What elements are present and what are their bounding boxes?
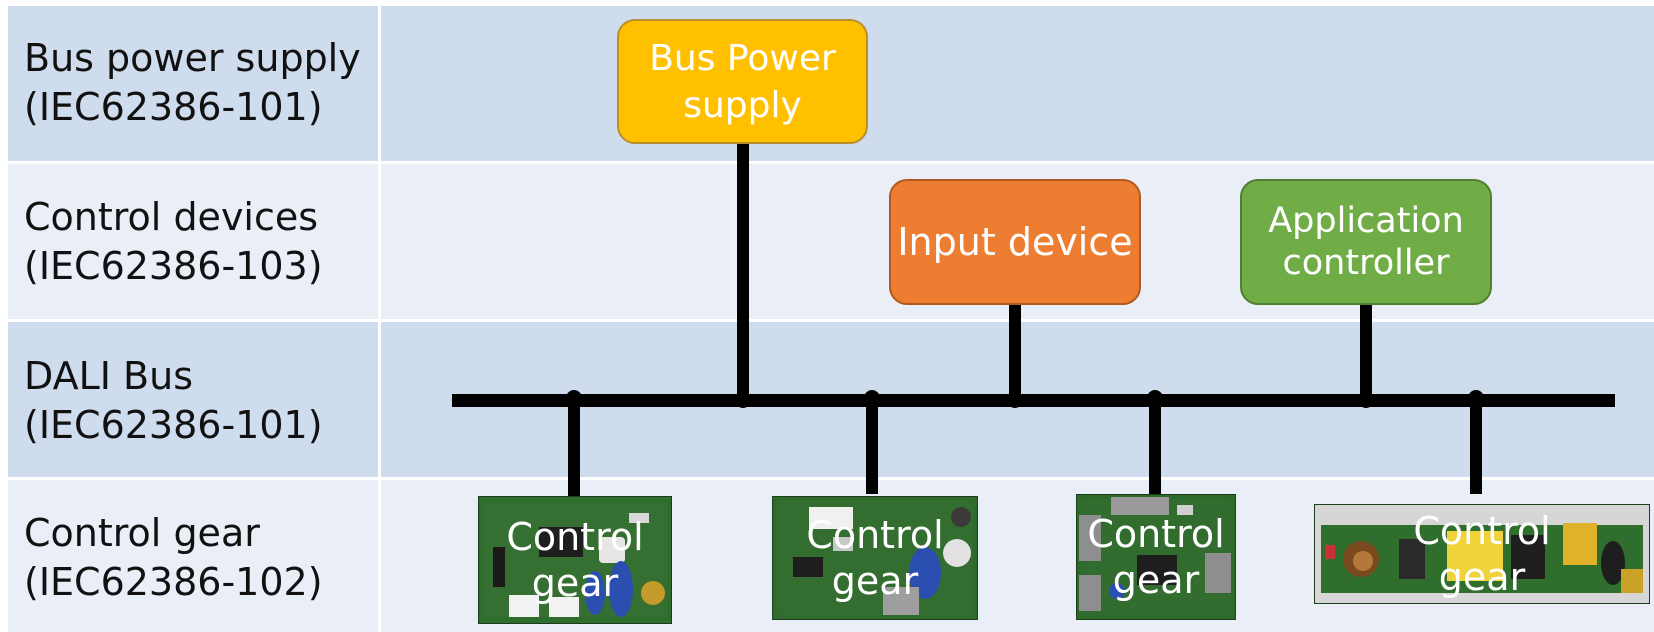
input-device-connector (1009, 305, 1021, 401)
gear-label-line1: Control (506, 515, 644, 559)
box-label-line2: controller (1282, 243, 1450, 283)
box-label-line2: supply (683, 84, 802, 126)
junction-dot (1358, 392, 1374, 408)
gear-label-line2: gear (831, 559, 919, 603)
row-title: Bus power supply (24, 36, 361, 80)
row-label-control-gear: Control gear (IEC62386-102) (24, 509, 323, 607)
row-standard: (IEC62386-101) (24, 85, 323, 129)
control-gear-board-4: Control gear (1314, 504, 1650, 604)
box-label-line1: Application (1268, 201, 1464, 241)
junction-dot (735, 392, 751, 408)
bus-power-supply-box: Bus Power supply (617, 19, 868, 144)
application-controller-box: Application controller (1240, 179, 1492, 305)
gear-label-line2: gear (531, 561, 619, 605)
pcb-image (777, 501, 973, 615)
control-gear-board-3: Control gear (1076, 494, 1236, 620)
bus-power-connector (737, 144, 749, 401)
box-label: Input device (897, 220, 1133, 264)
control-gear-label: Control gear (773, 497, 977, 619)
pcb-image (483, 503, 667, 617)
column-divider (378, 6, 381, 632)
gear-label-line1: Control (1087, 512, 1225, 556)
control-gear-label: Control gear (1077, 495, 1235, 619)
pcb-image (1315, 505, 1649, 603)
box-label-line1: Bus Power (649, 37, 836, 79)
control-gear-4-connector (1470, 398, 1482, 494)
control-gear-label: Control gear (479, 497, 671, 623)
control-gear-2-connector (866, 398, 878, 494)
row-standard: (IEC62386-101) (24, 403, 323, 447)
gear-label-line2: gear (1438, 555, 1526, 599)
control-gear-board-1: Control gear (478, 496, 672, 624)
row-standard: (IEC62386-102) (24, 560, 323, 604)
control-gear-3-connector (1149, 398, 1161, 494)
dali-bus-line (452, 394, 1615, 407)
row-label-dali-bus: DALI Bus (IEC62386-101) (24, 352, 323, 450)
pcb-image (1079, 497, 1231, 615)
control-gear-label: Control gear (1315, 505, 1649, 603)
junction-dot (1147, 390, 1163, 406)
gear-label-line2: gear (1112, 558, 1200, 602)
row-label-bus-power-supply: Bus power supply (IEC62386-101) (24, 34, 361, 132)
control-gear-board-2: Control gear (772, 496, 978, 620)
row-label-control-devices: Control devices (IEC62386-103) (24, 193, 323, 291)
application-controller-connector (1360, 305, 1372, 401)
row-title: Control gear (24, 511, 260, 555)
junction-dot (864, 390, 880, 406)
input-device-box: Input device (889, 179, 1141, 305)
row-standard: (IEC62386-103) (24, 244, 323, 288)
gear-label-line1: Control (806, 513, 944, 557)
junction-dot (1007, 392, 1023, 408)
junction-dot (1468, 390, 1484, 406)
row-title: Control devices (24, 195, 319, 239)
gear-label-line1: Control (1413, 509, 1551, 553)
junction-dot (566, 390, 582, 406)
control-gear-1-connector (568, 398, 580, 496)
row-title: DALI Bus (24, 354, 193, 398)
